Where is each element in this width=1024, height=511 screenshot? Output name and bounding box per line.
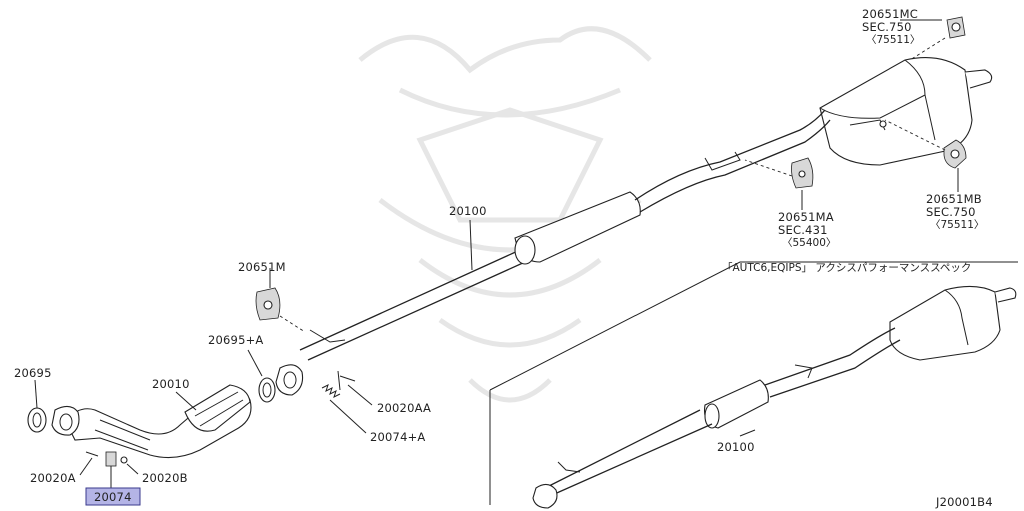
leader-20100-top <box>469 219 473 271</box>
gasket-20695a <box>247 349 276 403</box>
label-20100-bottom: 20100 <box>717 440 755 454</box>
nut-20020b <box>120 456 139 475</box>
label-20695: 20695 <box>14 366 52 380</box>
label-20651mc: 20651MC <box>862 7 918 21</box>
exhaust-pipe-20100 <box>299 109 831 361</box>
mount-rubber-20651mc <box>900 16 966 61</box>
variant-inset <box>489 261 1018 509</box>
gasket-20695 <box>27 379 47 433</box>
label-20020a: 20020A <box>30 471 76 485</box>
label-20020aa: 20020AA <box>377 401 431 415</box>
label-20651m: 20651M <box>238 260 286 274</box>
bolt-20020aa <box>337 370 373 406</box>
label-20020b: 20020B <box>142 471 188 485</box>
mount-rubber-20651mb <box>884 119 967 192</box>
label-20100-top: 20100 <box>449 204 487 218</box>
label-20651mb: 20651MB <box>926 192 982 206</box>
label-variant-note: 「AUTC6,EQIPS」 アクシスパフォーマンススペック <box>722 262 971 274</box>
label-20651mb-reference: 〈75511〉 <box>930 219 984 231</box>
mount-rubber-20651ma <box>744 157 814 210</box>
label-20074a: 20074+A <box>370 430 426 444</box>
label-20651mc-reference: 〈75511〉 <box>866 34 920 46</box>
label-20651ma-section: SEC.431 <box>778 223 828 237</box>
label-20074-highlighted[interactable]: 20074 <box>94 490 132 504</box>
watermark-emblem <box>358 26 652 403</box>
label-20651mc-section: SEC.750 <box>862 20 912 34</box>
mount-rubber-20651m <box>255 268 306 333</box>
spring-20074a <box>321 384 367 434</box>
stud-20020a <box>79 451 99 476</box>
spring-20074 <box>105 451 117 488</box>
label-20651ma: 20651MA <box>778 210 834 224</box>
label-20651mb-section: SEC.750 <box>926 205 976 219</box>
label-20695a: 20695+A <box>208 333 264 347</box>
highlight-box-20074[interactable] <box>85 487 141 506</box>
label-figure-code: J20001B4 <box>935 495 993 509</box>
pipe-front-flange <box>275 364 304 396</box>
catalytic-converter-20010 <box>51 384 252 459</box>
label-20010: 20010 <box>152 377 190 391</box>
label-20651ma-reference: 〈55400〉 <box>782 237 836 249</box>
main-muffler <box>819 57 993 166</box>
